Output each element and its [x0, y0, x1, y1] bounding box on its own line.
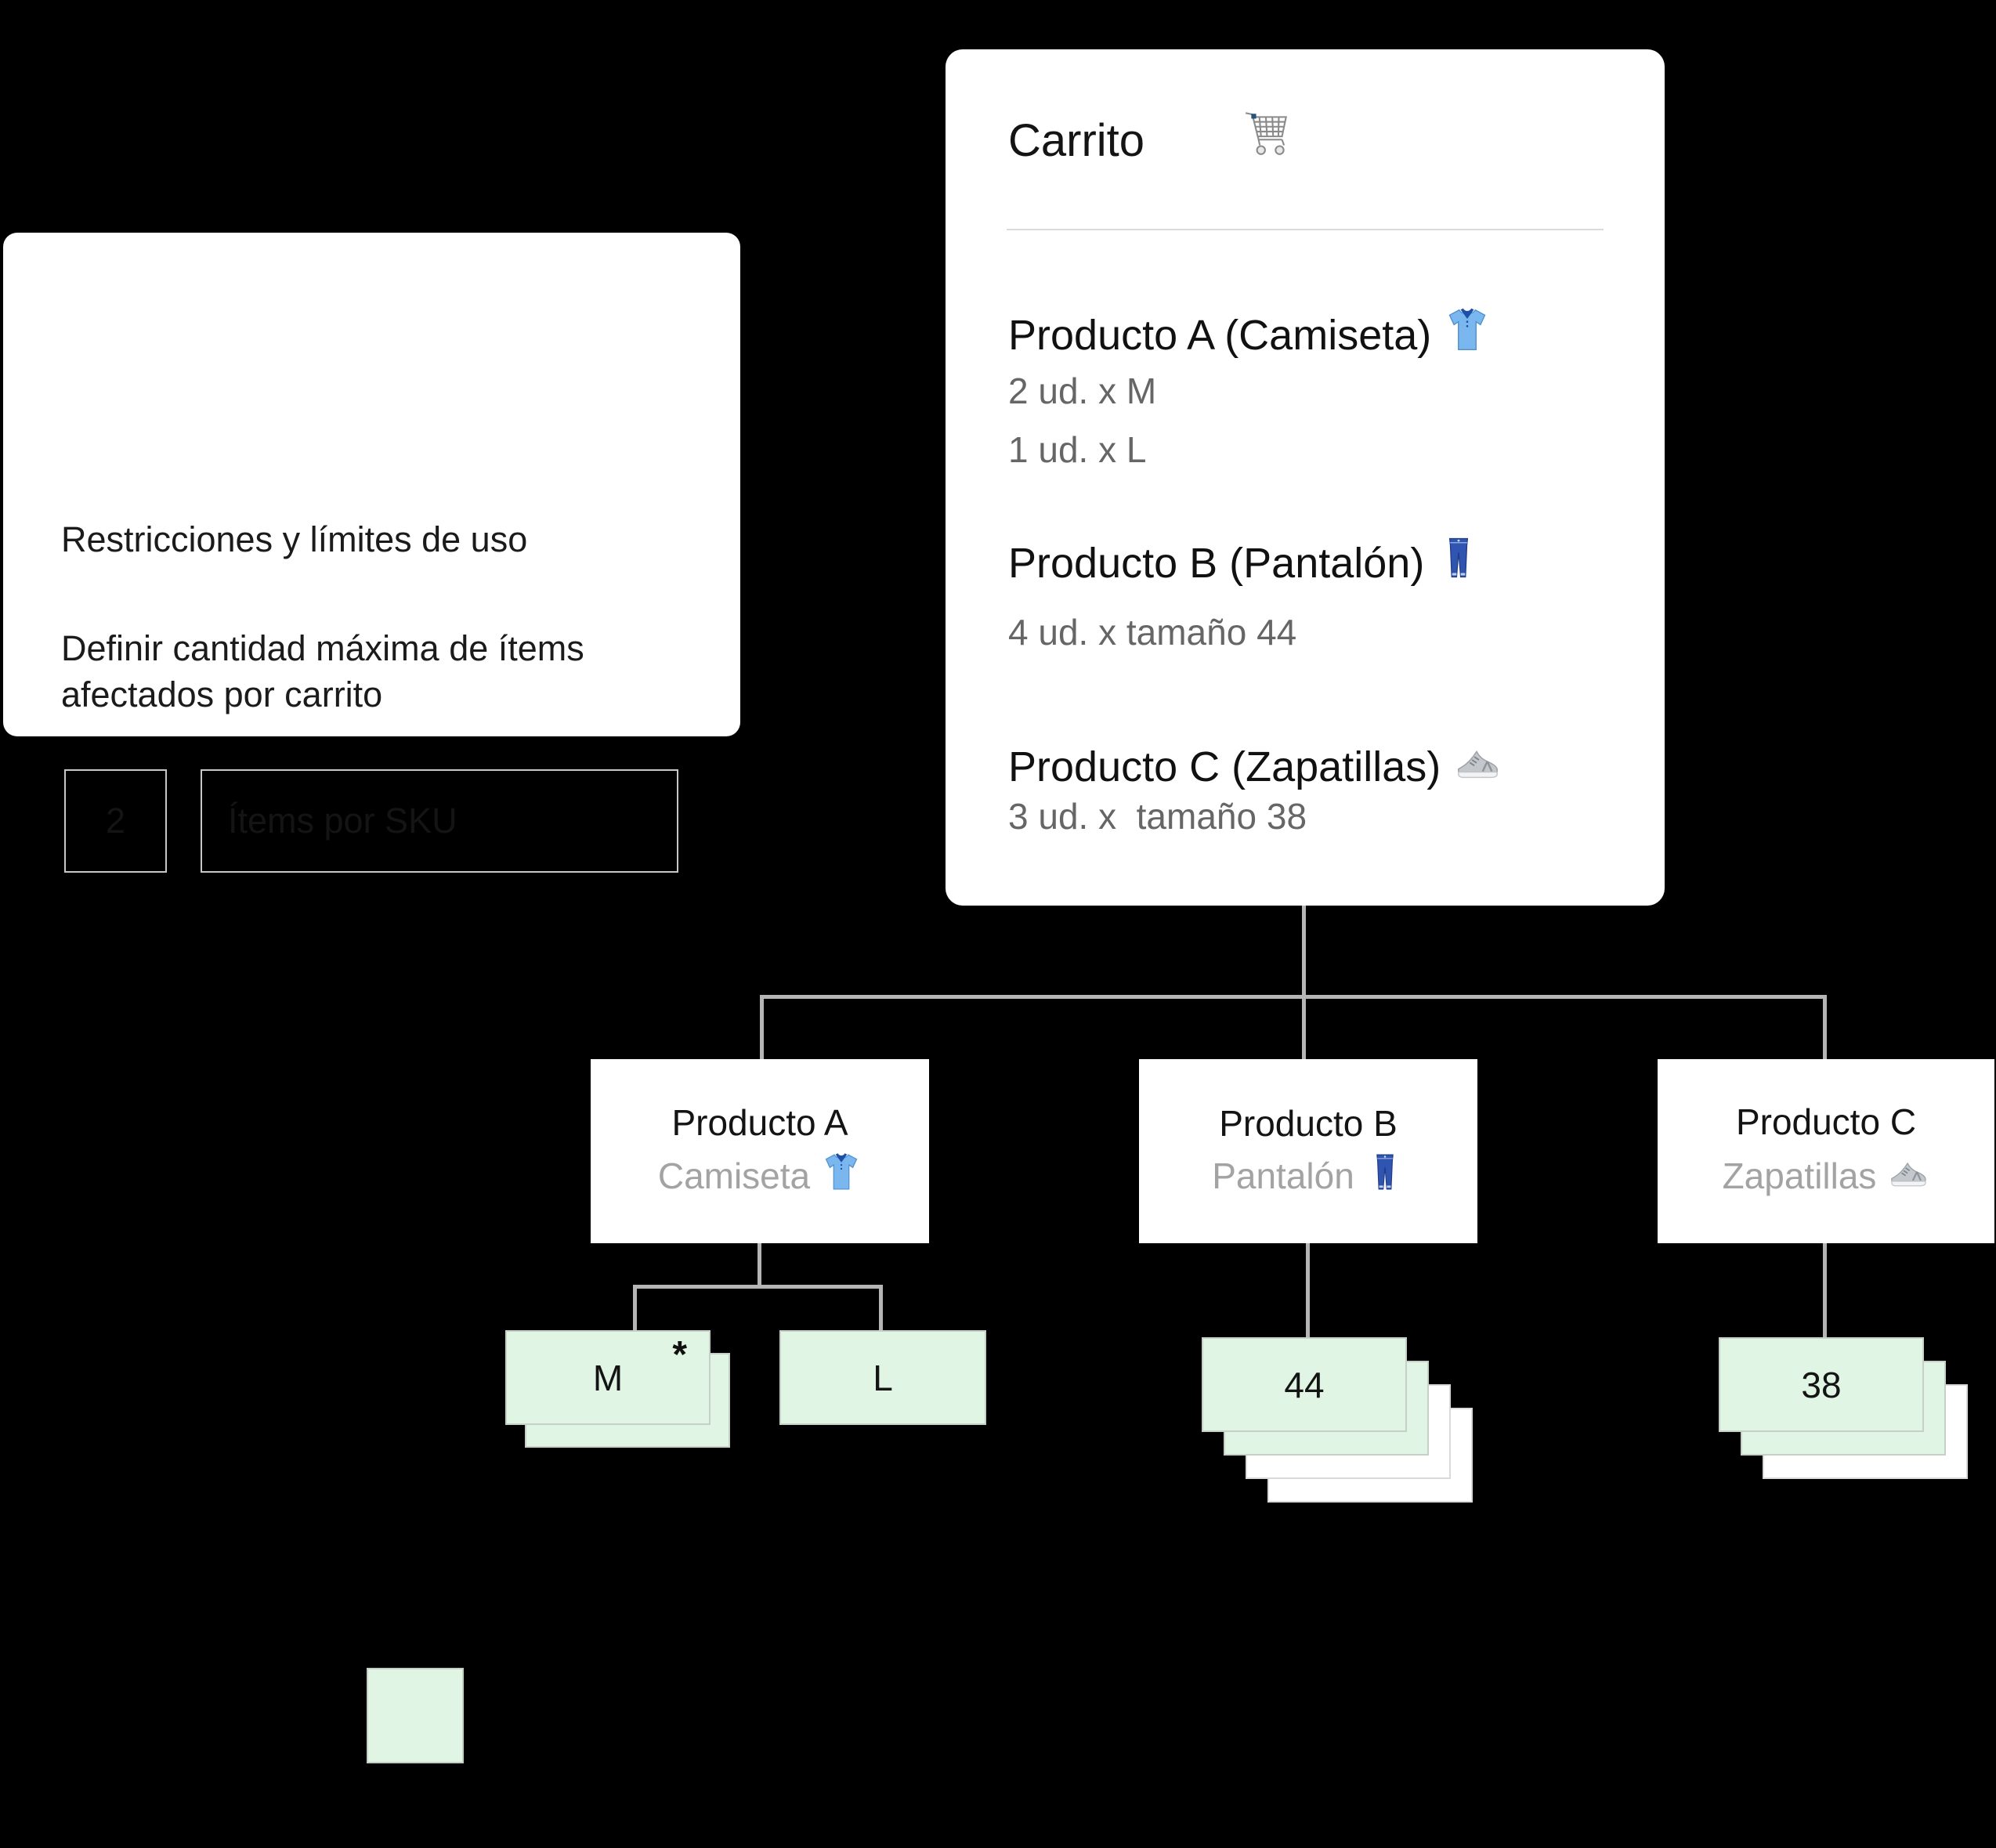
jeans-icon: [1424, 536, 1481, 590]
cart-item-title: Producto B (Pantalón): [1008, 536, 1481, 590]
size-label: M: [592, 1357, 624, 1398]
tree-connector-drop-l: [879, 1285, 883, 1332]
node-title: Producto B: [1219, 1103, 1398, 1144]
sneaker-icon: [1876, 1151, 1929, 1200]
cart-item-title: Producto A (Camiseta): [1008, 306, 1491, 363]
node-title: Producto A: [671, 1102, 848, 1143]
node-subtitle-label: Pantalón: [1212, 1155, 1354, 1196]
legend-swatch: [367, 1668, 464, 1763]
cart-item-name: Producto A (Camiseta): [1008, 311, 1432, 359]
restrictions-description: Definir cantidad máxima de ítems afectad…: [61, 625, 584, 718]
tree-connector-drop-m: [633, 1285, 637, 1332]
size-box-38: 38: [1719, 1337, 1924, 1432]
restrictions-title: Restricciones y límites de uso: [61, 519, 528, 559]
tree-connector-stem-c: [1823, 1243, 1827, 1339]
product-node-a: Producto A Camiseta: [591, 1059, 929, 1243]
tree-connector-stem-b: [1306, 1243, 1310, 1339]
restrictions-description-line2: afectados por carrito: [61, 674, 383, 714]
node-subtitle: Camiseta: [658, 1152, 862, 1199]
tree-connector-drop-c: [1823, 995, 1827, 1061]
sneaker-icon: [1441, 737, 1502, 796]
tree-connector-trunk: [1302, 906, 1306, 1061]
tree-connector-stem-a: [758, 1243, 761, 1287]
size-box-l: L: [779, 1330, 986, 1425]
cart-item-qty: 1 ud. x L: [1008, 429, 1147, 470]
node-subtitle: Pantalón: [1212, 1152, 1405, 1199]
size-box-44: 44: [1202, 1337, 1407, 1432]
size-label: 44: [1284, 1364, 1325, 1405]
cart-item-name: Producto C (Zapatillas): [1008, 743, 1441, 790]
jeans-icon: [1354, 1152, 1405, 1199]
restrictions-description-line1: Definir cantidad máxima de ítems: [61, 628, 584, 668]
cart-card: Carrito Producto A (Camiseta): [946, 49, 1665, 906]
tshirt-icon: [810, 1152, 862, 1199]
size-box-m: M *: [505, 1330, 711, 1425]
tshirt-icon: [1431, 306, 1491, 363]
cart-item-qty: 4 ud. x tamaño 44: [1008, 612, 1297, 653]
node-subtitle: Zapatillas: [1723, 1151, 1930, 1200]
asterisk-marker: *: [672, 1334, 687, 1376]
restrictions-card: Restricciones y límites de uso Definir c…: [3, 233, 740, 873]
size-label: L: [873, 1357, 893, 1398]
cart-item-qty: 3 ud. x tamaño 38: [1008, 796, 1307, 837]
size-label: 38: [1801, 1364, 1842, 1405]
cart-item-name: Producto B (Pantalón): [1008, 539, 1425, 587]
tree-connector-horizontal: [760, 995, 1827, 999]
cart-item-title: Producto C (Zapatillas): [1008, 737, 1502, 796]
node-subtitle-label: Camiseta: [657, 1155, 811, 1196]
cart-item-qty: 2 ud. x M: [1008, 371, 1157, 411]
tree-connector-drop-a: [760, 995, 764, 1061]
cart-divider: [1007, 229, 1604, 230]
cart-title: Carrito: [1008, 115, 1145, 166]
product-node-c: Producto C Zapatillas: [1658, 1059, 1994, 1243]
product-node-b: Producto B Pantalón: [1139, 1059, 1477, 1243]
shopping-cart-icon: [1242, 107, 1293, 163]
node-title: Producto C: [1735, 1101, 1917, 1142]
items-per-sku-label-input[interactable]: Ítems por SKU: [201, 769, 678, 873]
tree-connector-split-a: [633, 1285, 883, 1289]
items-per-sku-value-input[interactable]: 2: [64, 769, 167, 873]
node-subtitle-label: Zapatillas: [1722, 1155, 1877, 1196]
